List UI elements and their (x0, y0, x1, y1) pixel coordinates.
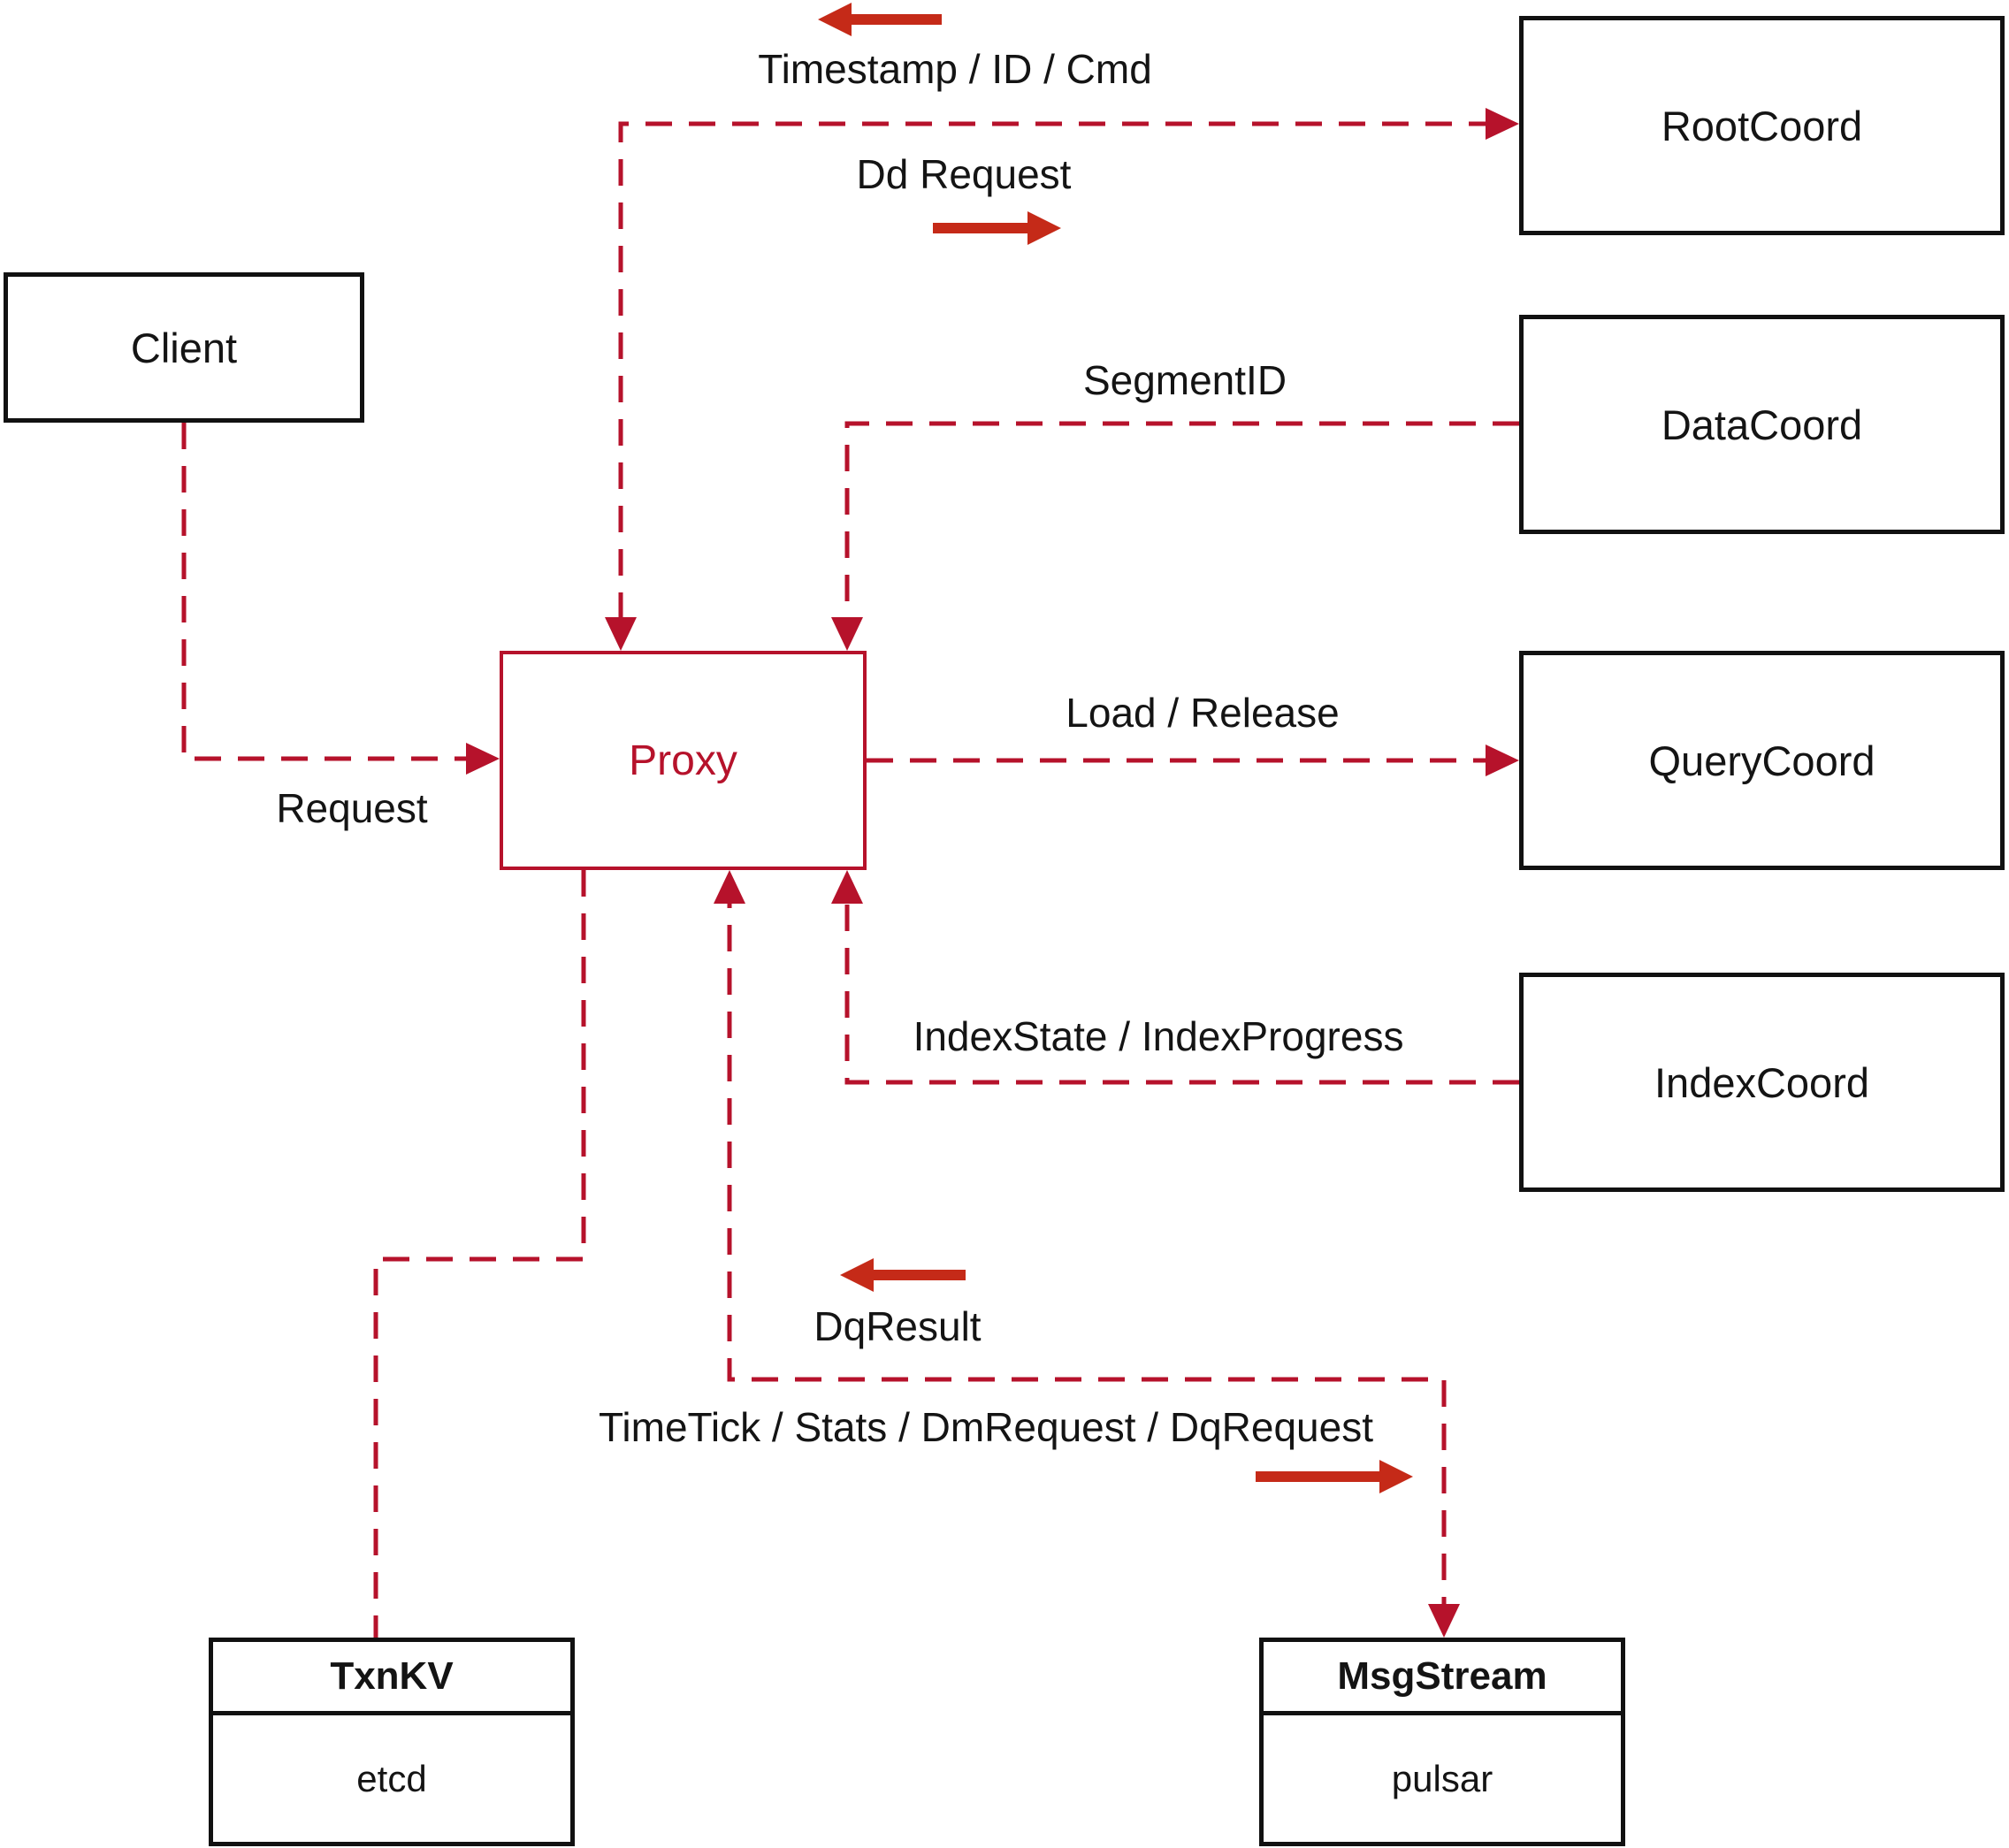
node-proxy: Proxy (500, 651, 867, 870)
node-querycoord-label: QueryCoord (1648, 737, 1875, 784)
node-datacoord-label: DataCoord (1661, 401, 1863, 448)
node-txnkv-title: TxnKV (213, 1642, 570, 1715)
edge-label-load-release: Load / Release (1066, 690, 1340, 736)
arrowhead-into-querycoord (1486, 745, 1519, 776)
node-proxy-label: Proxy (629, 737, 737, 784)
node-msgstream-title: MsgStream (1264, 1642, 1621, 1715)
edge-label-request: Request (276, 785, 428, 831)
arrowhead-into-msgstream (1428, 1604, 1460, 1638)
edge-proxy-msgstream (727, 882, 1447, 1626)
arrowhead-into-rootcoord (1486, 108, 1519, 140)
edge-label-dd-request: Dd Request (856, 151, 1072, 197)
node-client-label: Client (130, 324, 238, 371)
edge-indexcoord-proxy (844, 882, 1519, 1085)
edge-proxy-txnkv (373, 870, 586, 1638)
node-querycoord: QueryCoord (1519, 651, 2005, 870)
arrowhead-into-proxy-top-left (605, 617, 637, 651)
node-txnkv-impl: etcd (356, 1757, 427, 1799)
node-rootcoord-label: RootCoord (1661, 102, 1863, 149)
left-arrow-icon (818, 3, 942, 36)
node-msgstream: MsgStream pulsar (1259, 1638, 1625, 1846)
arrowhead-into-proxy-top-right (831, 617, 863, 651)
arrowhead-into-proxy-bottom-left (714, 870, 745, 904)
arrowhead-into-proxy-bottom-right (831, 870, 863, 904)
node-indexcoord-label: IndexCoord (1654, 1058, 1869, 1106)
node-txnkv: TxnKV etcd (209, 1638, 575, 1846)
edge-datacoord-proxy (844, 421, 1519, 639)
edge-label-index-state-progress: IndexState / IndexProgress (913, 1013, 1404, 1059)
node-indexcoord: IndexCoord (1519, 973, 2005, 1192)
edge-proxy-rootcoord (618, 121, 1508, 619)
right-arrow-icon (933, 211, 1061, 245)
node-msgstream-impl: pulsar (1391, 1757, 1493, 1799)
arrowhead-into-proxy-left (466, 743, 500, 775)
node-datacoord: DataCoord (1519, 315, 2005, 534)
edge-label-timestamp-id-cmd: Timestamp / ID / Cmd (758, 46, 1152, 92)
node-rootcoord: RootCoord (1519, 16, 2005, 235)
edge-client-proxy (181, 423, 488, 761)
right-arrow-icon (1256, 1460, 1413, 1493)
left-arrow-icon (840, 1258, 966, 1292)
node-client: Client (4, 272, 364, 423)
edge-label-timetick-stats: TimeTick / Stats / DmRequest / DqRequest (599, 1404, 1373, 1450)
edge-label-segment-id: SegmentID (1082, 357, 1287, 403)
edge-label-dq-result: DqResult (814, 1303, 982, 1349)
